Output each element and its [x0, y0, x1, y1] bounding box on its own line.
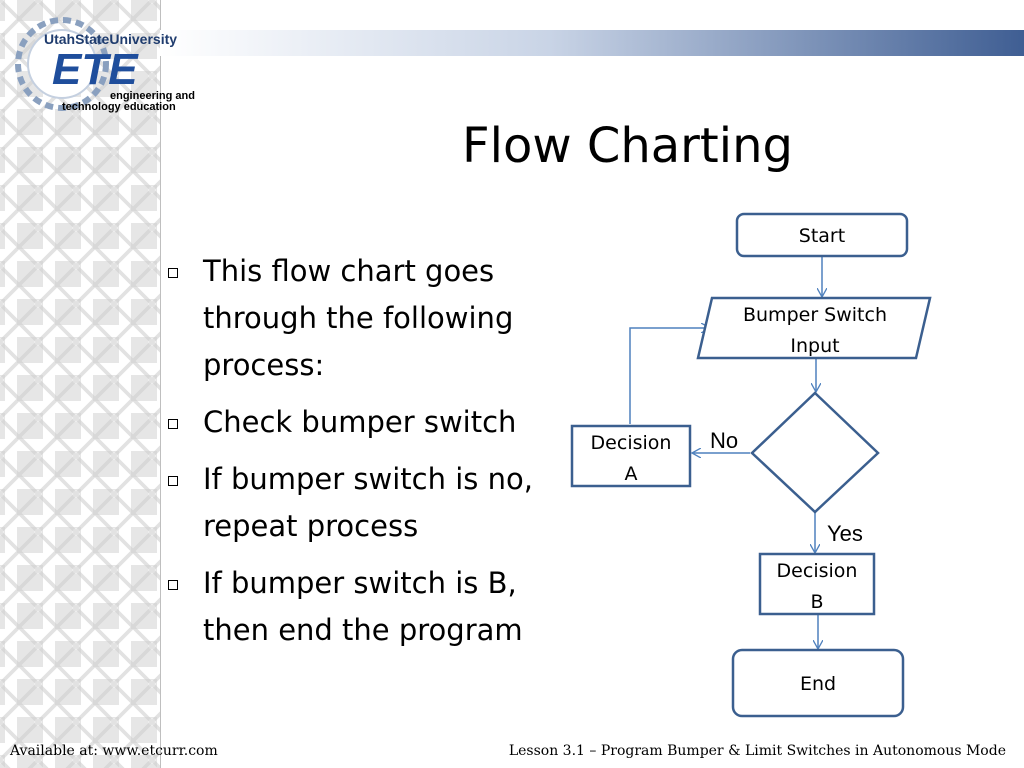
input-label-line2: Input [790, 335, 839, 357]
decorative-pattern-strip [0, 0, 161, 768]
footer-lesson: Lesson 3.1 – Program Bumper & Limit Swit… [508, 743, 1006, 759]
end-label: End [800, 673, 836, 695]
bullet-item: This flow chart goes through the followi… [165, 248, 565, 389]
yes-label: Yes [827, 521, 863, 546]
start-label: Start [799, 225, 845, 247]
square-bullet-icon [168, 580, 178, 590]
ete-logo: UtahStateUniversity ETE engineering and … [15, 17, 195, 113]
decision-a-node [570, 424, 692, 488]
start-node [735, 212, 909, 258]
bullet-text: If bumper switch is no, repeat process [203, 462, 533, 543]
bullet-text: Check bumper switch [203, 405, 517, 439]
connector-loop-back [629, 328, 709, 424]
input-node [696, 296, 932, 360]
footer-source: Available at: www.etcurr.com [10, 743, 218, 759]
decision-a-line1: Decision [591, 432, 672, 454]
square-bullet-icon [168, 476, 178, 486]
no-label: No [710, 428, 738, 453]
input-label-line1: Bumper Switch [743, 304, 887, 326]
logo-tagline-1: engineering and [110, 90, 195, 102]
slide-title: Flow Charting [462, 118, 793, 174]
decision-b-line1: Decision [777, 560, 858, 582]
decision-diamond [750, 391, 880, 514]
bullet-item: If bumper switch is no, repeat process [165, 456, 565, 550]
square-bullet-icon [168, 268, 178, 278]
end-node [731, 648, 905, 718]
logo-program: ETE [52, 45, 139, 94]
square-bullet-icon [168, 419, 178, 429]
logo-tagline-2: technology education [62, 101, 176, 113]
logo-university: UtahStateUniversity [44, 31, 177, 47]
bullet-item: Check bumper switch [165, 399, 565, 446]
bullet-item: If bumper switch is B, then end the prog… [165, 560, 565, 654]
decision-b-line2: B [810, 591, 823, 613]
bullet-text: This flow chart goes through the followi… [203, 254, 514, 382]
header-gradient-bar [160, 30, 1024, 56]
decision-b-node [758, 552, 876, 616]
decision-a-line2: A [625, 463, 638, 485]
bullet-list: This flow chart goes through the followi… [165, 248, 565, 664]
bullet-text: If bumper switch is B, then end the prog… [203, 566, 523, 647]
